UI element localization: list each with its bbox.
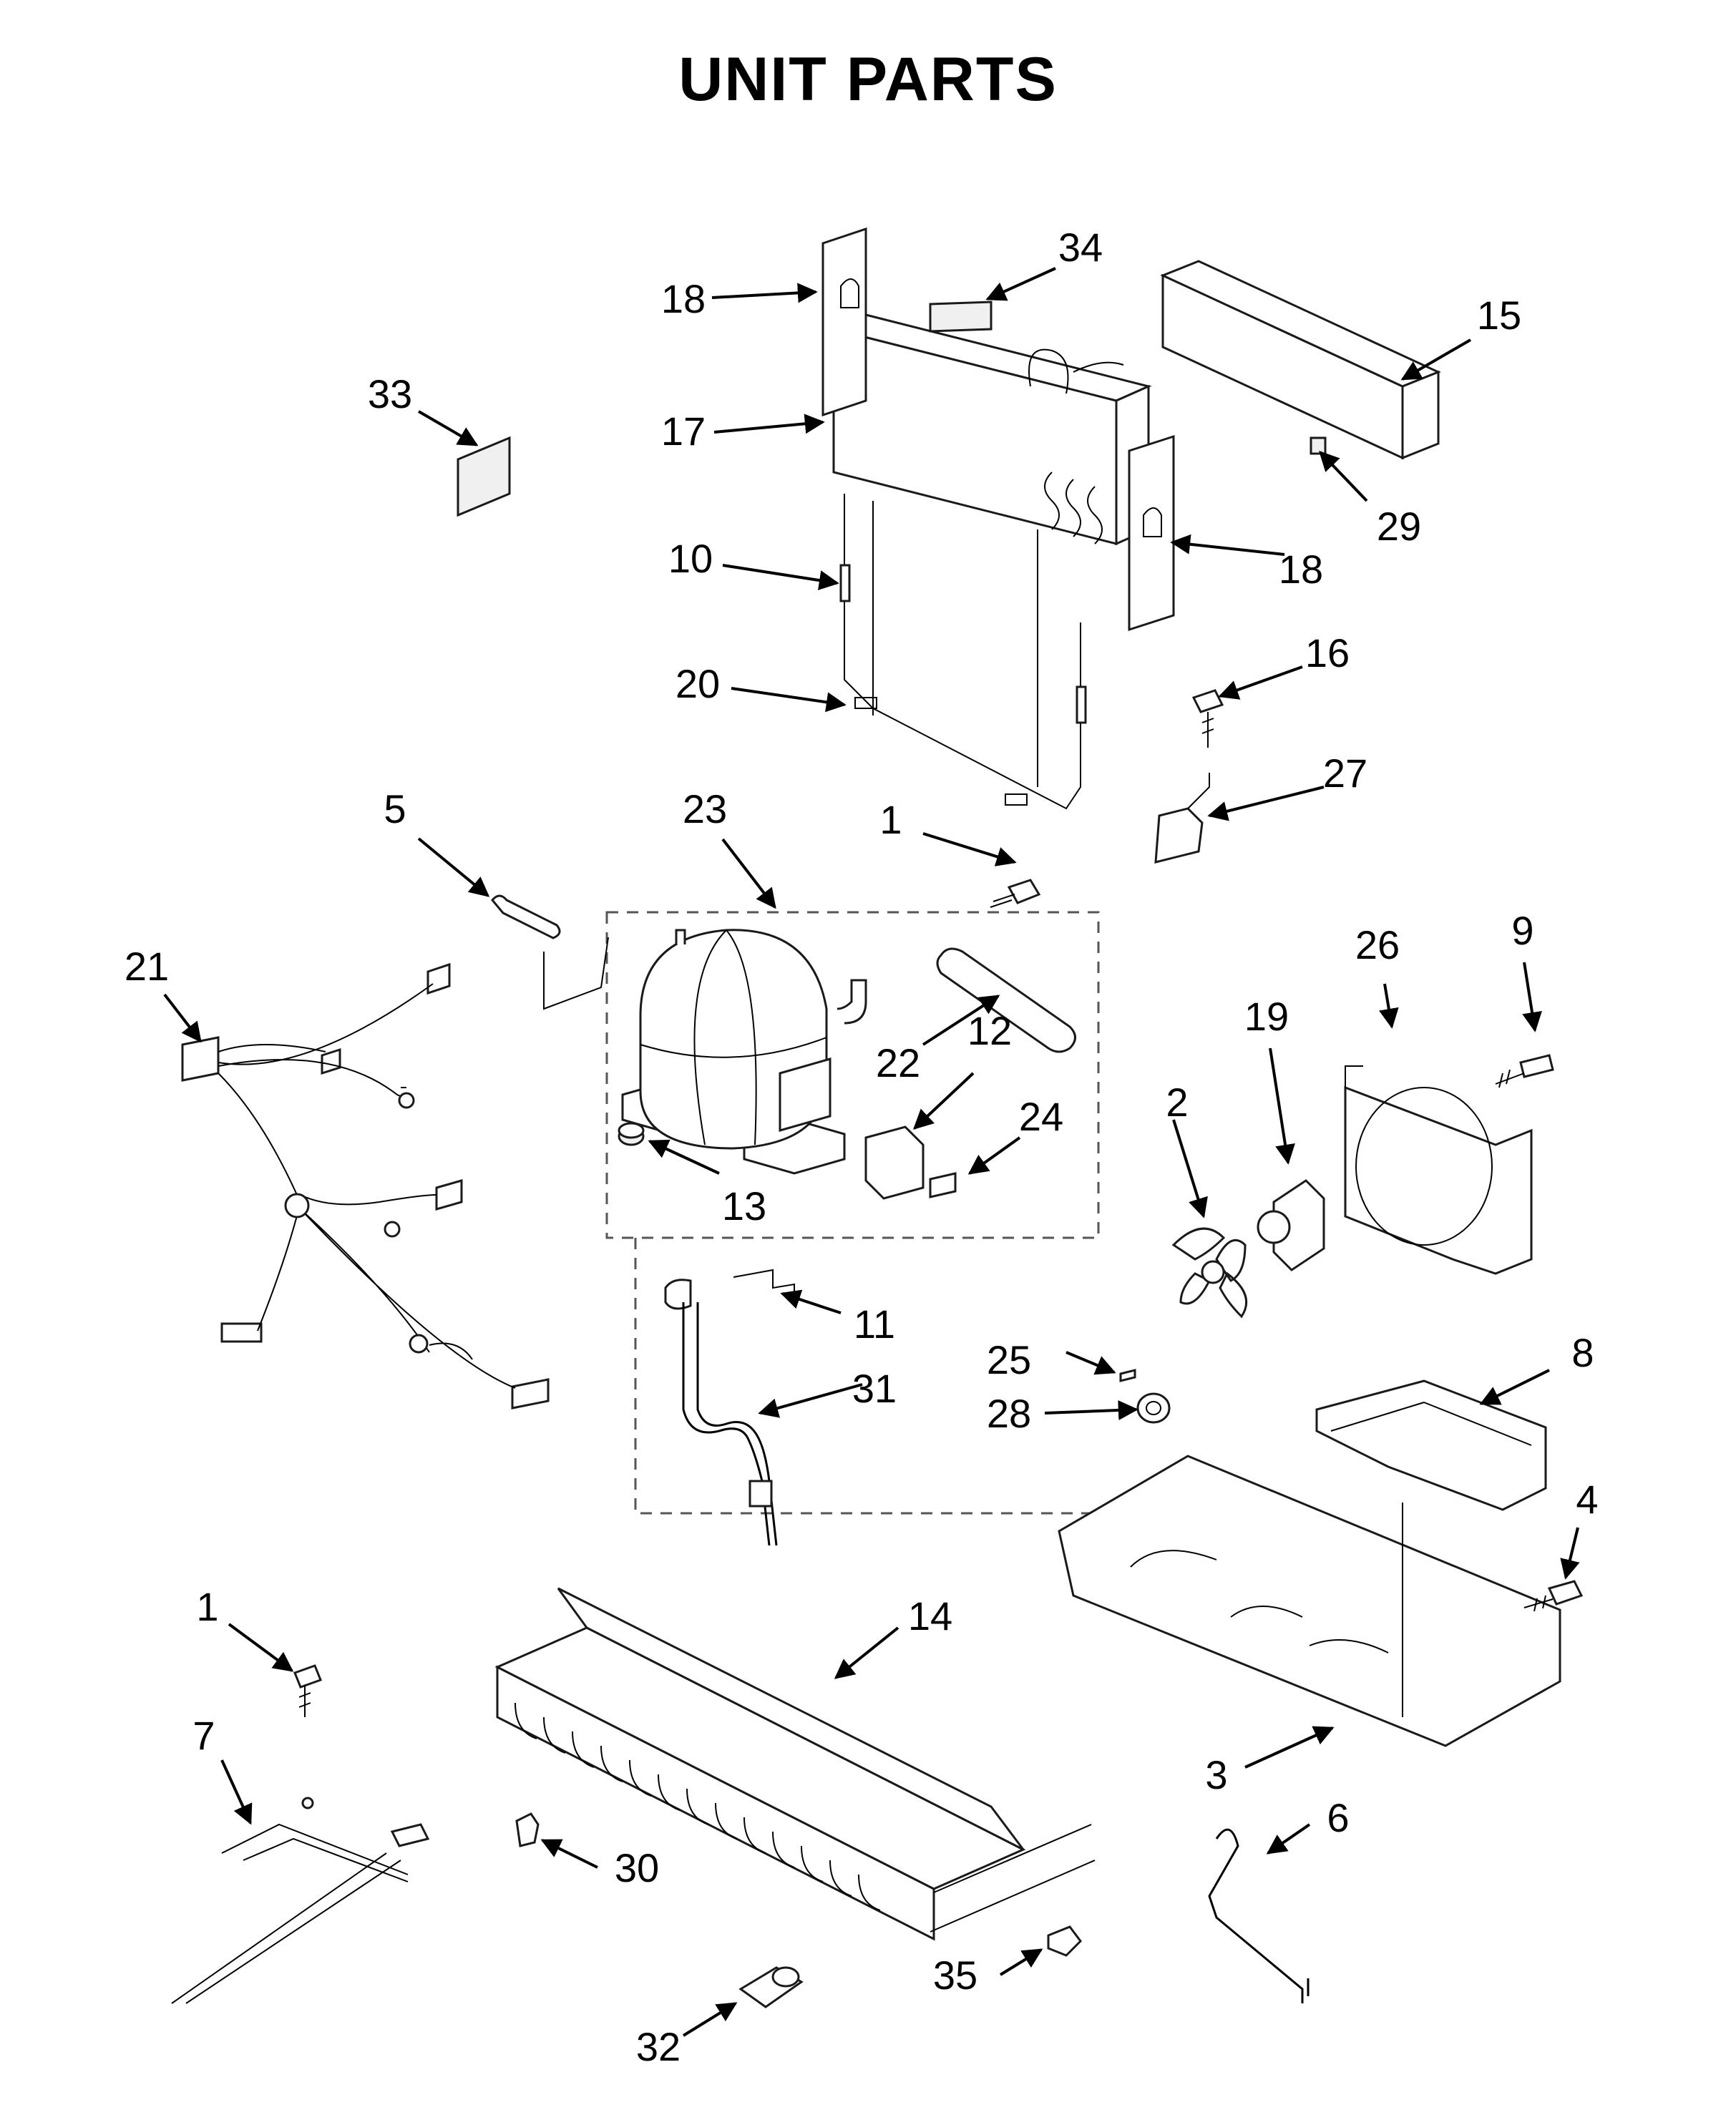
harness-part-7: [171, 1797, 430, 2004]
grommet-part-28: [1136, 1392, 1171, 1424]
filter-drier-part: [936, 947, 1076, 1053]
fan-blade-part: [1171, 1227, 1248, 1319]
callout-9: 9: [1511, 908, 1533, 953]
callout-32: 32: [636, 2024, 681, 2069]
callout-1-bottom: 1: [196, 1584, 218, 1629]
wiring-harness-part: [181, 962, 550, 1410]
callout-30: 30: [615, 1845, 659, 1890]
base-plate-part: [1058, 1455, 1561, 1747]
callout-19: 19: [1244, 994, 1289, 1039]
callout-11: 11: [854, 1301, 895, 1347]
callout-labels: 34 18 15 33 17 29 10 18 16 20 27 5 23 1 …: [125, 225, 1599, 2069]
label-strip: [929, 301, 993, 333]
leader-lines: [163, 267, 1580, 2037]
callout-2: 2: [1166, 1080, 1188, 1125]
clip-part-30: [515, 1812, 540, 1847]
callout-17: 17: [661, 409, 706, 454]
evaporator-part: [830, 313, 1152, 546]
callout-26: 26: [1355, 922, 1400, 967]
callout-8: 8: [1571, 1330, 1594, 1375]
callout-12: 12: [967, 1008, 1012, 1053]
callout-21: 21: [125, 944, 169, 989]
callout-25: 25: [987, 1337, 1031, 1382]
callout-18-top: 18: [661, 276, 706, 321]
fan-shroud-part: [1344, 1065, 1533, 1275]
callout-29: 29: [1377, 504, 1421, 549]
callout-22: 22: [876, 1040, 920, 1085]
callout-34: 34: [1058, 225, 1103, 270]
control-board-part: [457, 436, 511, 517]
cover-part: [1160, 260, 1441, 460]
clip-part: [733, 1269, 795, 1306]
evaporator-wires: [839, 494, 1087, 810]
fan-motor-part: [1257, 1179, 1325, 1271]
callout-35: 35: [933, 1953, 977, 1998]
callout-14: 14: [908, 1593, 952, 1638]
screw-part-bottom: [293, 1664, 322, 1717]
callout-24: 24: [1019, 1094, 1063, 1139]
callout-16: 16: [1305, 630, 1350, 675]
callout-5: 5: [384, 786, 406, 831]
wire-part-6: [1208, 1828, 1310, 2003]
start-relay-part: [864, 1125, 925, 1200]
mounting-bracket-part: [1315, 1379, 1547, 1511]
screw-part-9: [1495, 1054, 1554, 1088]
compressor-assembly-outline: [605, 911, 1138, 1515]
callout-13: 13: [722, 1183, 766, 1228]
thermistor-clip: [1310, 436, 1327, 455]
page-title: UNIT PARTS: [678, 45, 1058, 114]
evaporator-bracket-right: [1128, 434, 1175, 632]
callout-7: 7: [192, 1713, 215, 1758]
callout-28: 28: [987, 1391, 1031, 1436]
callout-31: 31: [852, 1366, 897, 1411]
callout-1-top: 1: [879, 797, 902, 842]
ground-strap-part: [491, 894, 609, 1010]
callout-33: 33: [368, 371, 412, 416]
screw-part-16: [1191, 689, 1224, 748]
callout-15: 15: [1477, 293, 1521, 338]
callout-23: 23: [683, 786, 727, 831]
spacer-part-25: [1119, 1369, 1136, 1382]
bracket-part-27: [1154, 773, 1210, 864]
bolt-part-top: [990, 879, 1041, 908]
clip-part-35: [1047, 1925, 1082, 1957]
callout-27: 27: [1323, 751, 1367, 796]
callout-6: 6: [1327, 1795, 1349, 1840]
compressor-part: [621, 929, 867, 1175]
grommet-part: [618, 1122, 645, 1146]
tube-assembly-part: [664, 1279, 778, 1546]
evaporator-bracket-left: [821, 227, 867, 417]
callout-20: 20: [676, 661, 720, 706]
screw-part-4: [1523, 1580, 1584, 1612]
overload-part: [929, 1172, 957, 1198]
callout-18-right: 18: [1279, 547, 1323, 592]
callout-4: 4: [1576, 1477, 1598, 1522]
callout-3: 3: [1205, 1752, 1227, 1797]
sleeve-part: [738, 1966, 804, 2008]
condenser-part: [494, 1587, 1096, 1941]
callout-10: 10: [668, 536, 713, 581]
